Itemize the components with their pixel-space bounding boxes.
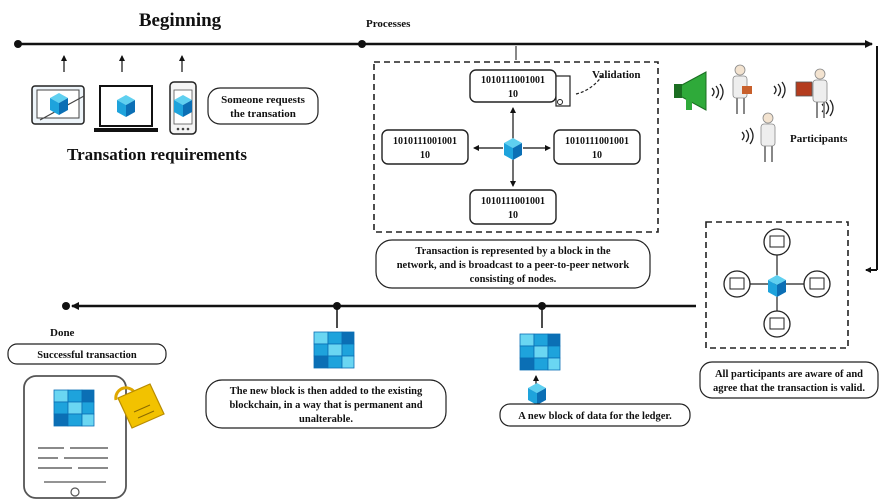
node-left: 1010111001001 10 (381, 129, 469, 165)
processes-label: Processes (366, 18, 411, 30)
node-bottom: 1010111001001 10 (469, 189, 557, 225)
svg-text:Transaction is represented by: Transaction is represented by a block in… (415, 246, 610, 257)
person-icon (732, 64, 752, 114)
validation-label: Validation (592, 69, 641, 81)
svg-text:Someone requests: Someone requests (221, 94, 306, 106)
signal-waves-icon (711, 81, 834, 145)
blockchain-cube-icon (519, 333, 561, 371)
participants-label: Participants (790, 133, 848, 145)
svg-text:1010111001001: 1010111001001 (481, 75, 545, 86)
processes-node (358, 40, 366, 48)
node-top: 1010111001001 10 (469, 69, 571, 107)
svg-text:All participants are aware of: All participants are aware of and (715, 369, 863, 380)
consensus-box (705, 221, 849, 349)
requirements-title: Transation requirements (67, 145, 247, 164)
new-block-icon (528, 383, 546, 405)
bottom-timeline (62, 302, 696, 328)
person-icon (760, 112, 776, 162)
node-right: 1010111001001 10 (553, 129, 641, 165)
svg-text:The new block is then added to: The new block is then added to the exist… (230, 386, 423, 397)
done-label: Done (50, 327, 75, 339)
tablet-icon (23, 375, 127, 499)
beginning-title: Beginning (139, 10, 222, 31)
svg-text:1010111001001: 1010111001001 (481, 196, 545, 207)
success-bubble: Successful transaction (7, 343, 167, 365)
svg-text:network, and is broadcast to a: network, and is broadcast to a peer-to-p… (397, 260, 630, 271)
svg-text:1010111001001: 1010111001001 (565, 136, 629, 147)
svg-text:A new block of data for the le: A new block of data for the ledger. (518, 411, 672, 422)
svg-text:blockchain, in a way that is p: blockchain, in a way that is permanent a… (229, 400, 422, 411)
new-block-bubble: A new block of data for the ledger. (499, 403, 691, 427)
desktop-icon (31, 85, 85, 125)
requirement-arrows (61, 55, 185, 72)
megaphone-icon (674, 71, 707, 111)
added-bubble: The new block is then added to the exist… (205, 379, 447, 429)
svg-text:10: 10 (592, 150, 602, 161)
phone-icon (169, 81, 197, 135)
svg-text:10: 10 (508, 89, 518, 100)
blockchain-cube-icon (53, 389, 95, 427)
network-box (373, 61, 659, 233)
padlock-icon (114, 383, 165, 429)
svg-text:the transation: the transation (230, 108, 296, 120)
svg-text:Successful transaction: Successful transaction (37, 350, 137, 361)
svg-text:10: 10 (508, 210, 518, 221)
aware-bubble: All participants are aware of and agree … (699, 361, 879, 399)
svg-text:1010111001001: 1010111001001 (393, 136, 457, 147)
center-block-icon (504, 138, 522, 160)
start-node (14, 40, 22, 48)
network-links (473, 107, 551, 187)
svg-text:10: 10 (420, 150, 430, 161)
blockchain-cube-icon (313, 331, 355, 369)
top-timeline (14, 40, 873, 48)
svg-text:agree that the transaction is: agree that the transaction is valid. (713, 383, 865, 394)
request-bubble: Someone requests the transation (207, 87, 319, 125)
right-connector (865, 46, 878, 273)
done-node (62, 302, 70, 310)
broadcast-bubble: Transaction is represented by a block in… (375, 239, 651, 289)
svg-text:consisting of nodes.: consisting of nodes. (470, 274, 557, 285)
validation-pointer (575, 75, 603, 95)
svg-text:unalterable.: unalterable. (299, 414, 353, 425)
laptop-icon (94, 85, 158, 132)
consensus-nodes (723, 228, 831, 338)
person-icon (795, 68, 828, 118)
